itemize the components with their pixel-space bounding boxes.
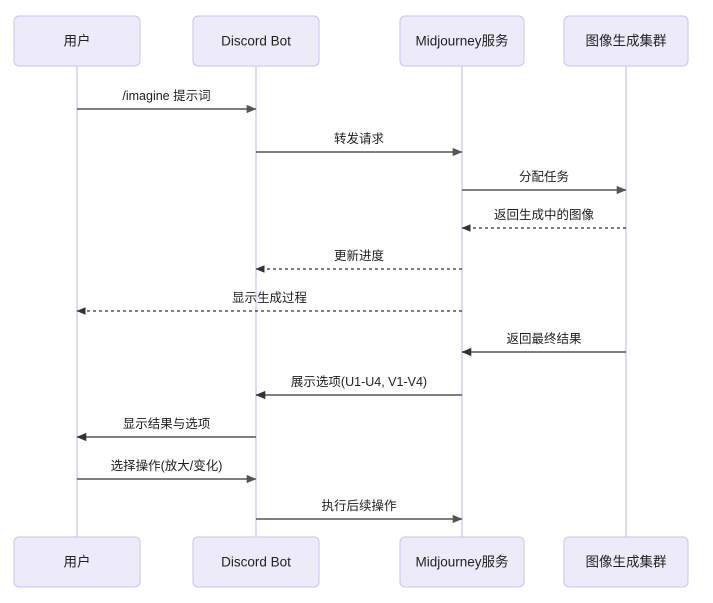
actor-user-top[interactable]: 用户 [13, 15, 141, 67]
messages-layer: /imagine 提示词转发请求分配任务返回生成中的图像更新进度显示生成过程返回… [76, 88, 627, 524]
message-7-cluster-to-midjourney[interactable]: 返回最终结果 [461, 331, 626, 357]
message-label-7: 返回最终结果 [506, 331, 582, 346]
actor-label-cluster: 图像生成集群 [586, 34, 667, 49]
actor-bot-bottom[interactable]: Discord Bot [192, 536, 320, 588]
message-4-cluster-to-midjourney[interactable]: 返回生成中的图像 [461, 207, 626, 232]
message-2-bot-to-midjourney[interactable]: 转发请求 [256, 131, 463, 157]
message-label-5: 更新进度 [334, 248, 385, 263]
message-label-6: 显示生成过程 [232, 290, 308, 305]
message-1-user-to-bot[interactable]: /imagine 提示词 [77, 88, 257, 114]
actor-cluster-bottom[interactable]: 图像生成集群 [563, 536, 689, 588]
message-11-bot-to-midjourney[interactable]: 执行后续操作 [256, 498, 463, 524]
actor-label-cluster: 图像生成集群 [586, 555, 667, 570]
actor-headers-bottom: 用户 Discord Bot Midjourney服务 图像生成集群 [13, 536, 689, 588]
actor-box-midjourney[interactable] [399, 536, 525, 588]
message-8-midjourney-to-bot[interactable]: 展示选项(U1-U4, V1-V4) [255, 375, 462, 400]
lifelines-layer [76, 66, 627, 537]
actor-box-user[interactable] [13, 15, 141, 67]
actor-box-cluster[interactable] [563, 536, 689, 588]
message-label-9: 显示结果与选项 [123, 417, 211, 431]
actor-label-midjourney: Midjourney服务 [415, 34, 508, 49]
actor-bot-top[interactable]: Discord Bot [192, 15, 320, 67]
actor-box-user[interactable] [13, 536, 141, 588]
actor-box-midjourney[interactable] [399, 15, 525, 67]
message-6-midjourney-to-user[interactable]: 显示生成过程 [76, 290, 462, 315]
actor-cluster-top[interactable]: 图像生成集群 [563, 15, 689, 67]
message-label-3: 分配任务 [519, 169, 569, 184]
actor-label-user: 用户 [64, 33, 91, 49]
message-9-bot-to-user[interactable]: 显示结果与选项 [76, 417, 256, 442]
actor-user-bottom[interactable]: 用户 [13, 536, 141, 588]
actor-box-bot[interactable] [192, 536, 320, 588]
actor-label-user: 用户 [64, 554, 91, 570]
message-label-8: 展示选项(U1-U4, V1-V4) [291, 375, 427, 389]
actor-box-bot[interactable] [192, 15, 320, 67]
actor-midjourney-top[interactable]: Midjourney服务 [399, 15, 525, 67]
actor-box-cluster[interactable] [563, 15, 689, 67]
message-label-2: 转发请求 [334, 131, 385, 146]
actor-midjourney-bottom[interactable]: Midjourney服务 [399, 536, 525, 588]
message-10-user-to-bot[interactable]: 选择操作(放大/变化) [77, 458, 257, 484]
message-5-midjourney-to-bot[interactable]: 更新进度 [255, 248, 462, 273]
actor-label-midjourney: Midjourney服务 [415, 555, 508, 570]
actor-label-bot: Discord Bot [221, 34, 291, 49]
actor-headers-top: 用户 Discord Bot Midjourney服务 图像生成集群 [13, 15, 689, 67]
message-label-11: 执行后续操作 [321, 498, 397, 513]
message-3-midjourney-to-cluster[interactable]: 分配任务 [462, 169, 627, 195]
actor-label-bot: Discord Bot [221, 555, 291, 570]
message-label-10: 选择操作(放大/变化) [111, 458, 223, 473]
message-label-4: 返回生成中的图像 [494, 207, 595, 222]
message-label-1: /imagine 提示词 [122, 88, 210, 103]
